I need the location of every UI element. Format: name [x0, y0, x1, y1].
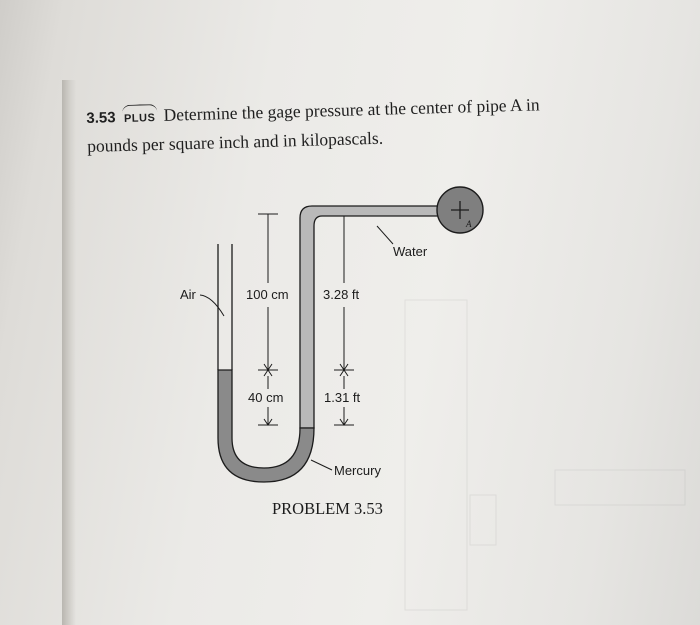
water-tube — [299, 205, 439, 429]
pipe-center-mark-icon — [451, 201, 469, 219]
left-upper-dimension-label: 100 cm — [246, 287, 289, 302]
pipe-a-label: A — [465, 219, 472, 229]
water-leader-line — [376, 225, 394, 245]
left-lower-dimension-label: 40 cm — [248, 390, 283, 405]
right-lower-dimension-label: 1.31 ft — [324, 390, 361, 405]
left-dimension-line — [258, 213, 278, 426]
mercury-label: Mercury — [334, 463, 381, 478]
bleed-through-marks — [404, 299, 686, 611]
left-open-leg — [217, 244, 233, 370]
figure-caption: PROBLEM 3.53 — [272, 499, 383, 518]
air-leader-line — [199, 294, 225, 317]
right-dimension-line — [334, 216, 354, 426]
right-upper-dimension-label: 3.28 ft — [323, 287, 360, 302]
water-label: Water — [393, 244, 428, 259]
mercury-leader-line — [310, 459, 333, 471]
mercury-u-bend — [217, 369, 315, 483]
air-label: Air — [180, 287, 197, 302]
page-edge-shadow — [62, 80, 76, 625]
